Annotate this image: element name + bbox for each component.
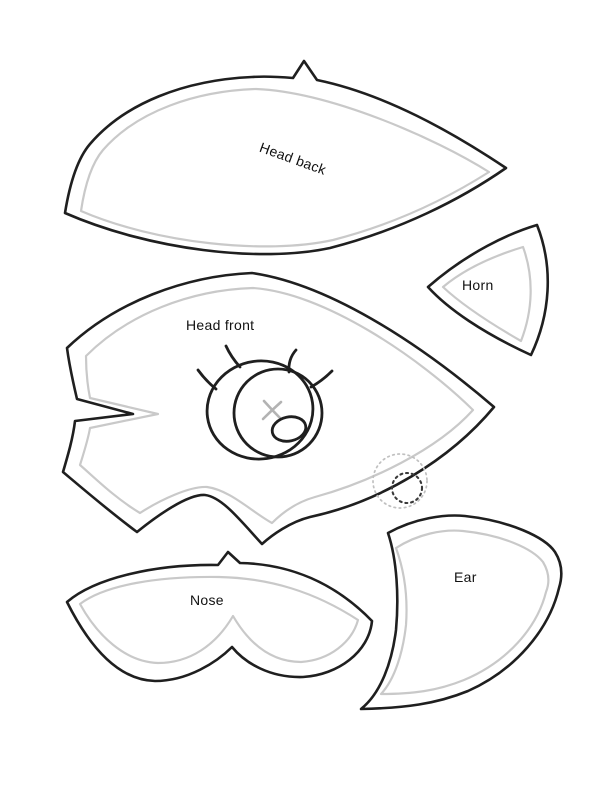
horn-seam-line bbox=[441, 245, 532, 343]
head-back-cut-line bbox=[63, 59, 508, 256]
nose-piece bbox=[65, 550, 374, 683]
eyelash-right-outer bbox=[309, 369, 334, 389]
eye-x-mark bbox=[261, 399, 283, 421]
nose-seam-line bbox=[78, 575, 360, 665]
eyelash-left-outer bbox=[196, 368, 218, 391]
eye-drawing bbox=[196, 344, 334, 461]
placement-marker bbox=[372, 453, 428, 509]
eye-iris-circle bbox=[232, 367, 324, 459]
horn-cut-line bbox=[426, 223, 550, 357]
head-front-seam-line bbox=[78, 286, 475, 525]
nose-label: Nose bbox=[190, 592, 224, 608]
horn-piece bbox=[426, 223, 550, 357]
ear-label: Ear bbox=[454, 569, 477, 585]
placement-dotted-circle-outer bbox=[372, 453, 428, 509]
ear-piece bbox=[359, 514, 563, 711]
ear-cut-line bbox=[359, 514, 563, 711]
head-back-seam-line bbox=[79, 87, 491, 248]
head-front-cut-line bbox=[61, 271, 496, 546]
eyelash-left-inner bbox=[224, 344, 242, 369]
nose-cut-line bbox=[65, 550, 374, 683]
head-back-piece bbox=[63, 59, 508, 256]
eye-outer-circle bbox=[205, 359, 315, 461]
head-front-piece bbox=[61, 271, 496, 546]
eye-highlight-oval bbox=[270, 415, 308, 443]
head-front-label: Head front bbox=[186, 317, 255, 333]
eyelash-right-inner bbox=[287, 348, 298, 374]
placement-dotted-circle-inner bbox=[390, 471, 424, 505]
ear-seam-line bbox=[379, 529, 550, 696]
horn-label: Horn bbox=[462, 277, 494, 293]
